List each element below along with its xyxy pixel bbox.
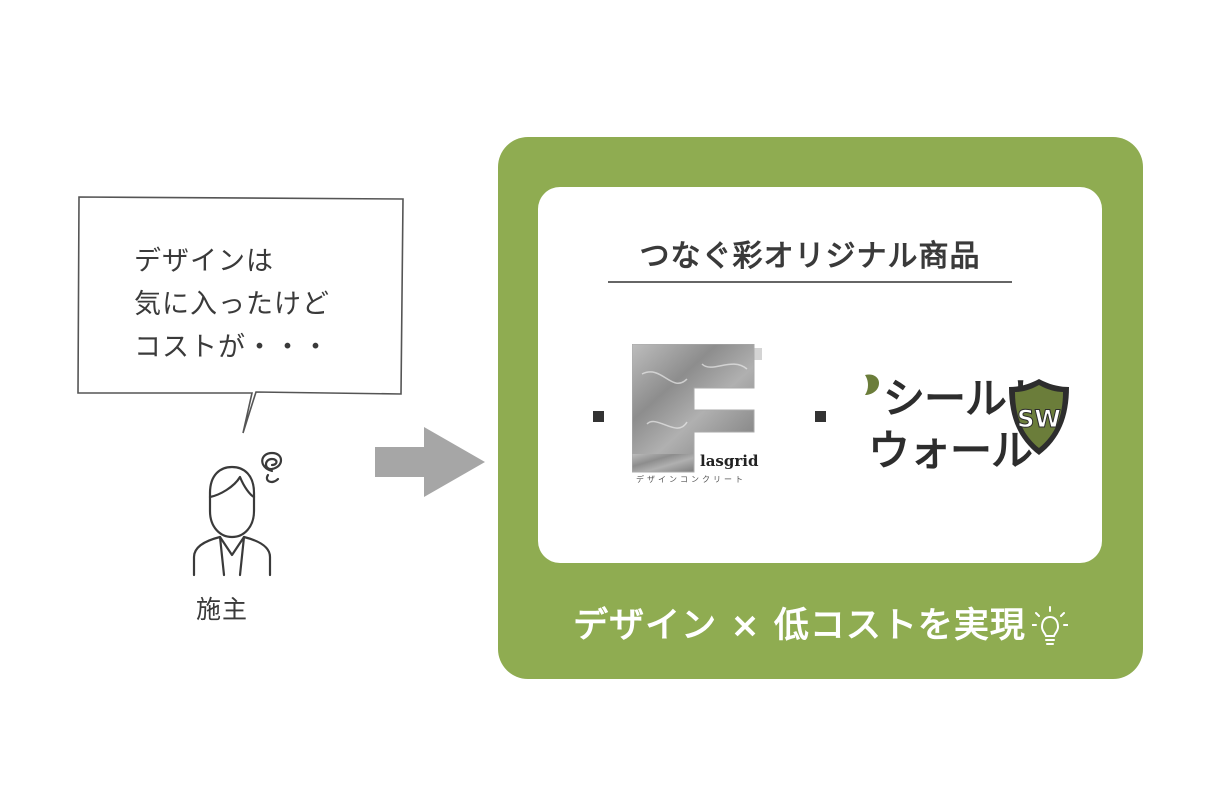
- product-card: つなぐ彩オリジナル商品 lasgrid デザインコンクリート: [538, 187, 1102, 563]
- elasgrid-name: lasgrid: [698, 452, 761, 470]
- caption-text: デザイン × 低コストを実現: [573, 606, 1026, 646]
- bubble-line-2: 気に入ったけど: [134, 289, 330, 320]
- leaf-icon: [865, 374, 879, 395]
- lightbulb-icon: [1031, 606, 1068, 645]
- bullet-icon: [593, 411, 604, 422]
- product-panel: つなぐ彩オリジナル商品 lasgrid デザインコンクリート: [498, 137, 1143, 679]
- person-label: 施主: [196, 595, 249, 624]
- bubble-line-1: デザインは: [134, 246, 274, 277]
- elasgrid-subtitle: デザインコンクリート: [636, 475, 746, 484]
- shield-wall-logo: SW: [1009, 379, 1069, 455]
- shield-wall-line-2: ウォール: [868, 426, 1033, 475]
- bubble-line-3: コストが・・・: [134, 332, 330, 363]
- panel-caption: デザイン × 低コストを実現: [498, 597, 1143, 649]
- speech-bubble-text: デザインは 気に入ったけど コストが・・・: [134, 240, 374, 369]
- elasgrid-logo: [632, 344, 762, 473]
- shield-badge: SW: [1017, 405, 1061, 433]
- worried-person-icon: [192, 451, 283, 577]
- panel-title: つなぐ彩オリジナル商品: [608, 231, 1012, 283]
- right-arrow-icon: [375, 427, 485, 497]
- bullet-icon: [815, 411, 826, 422]
